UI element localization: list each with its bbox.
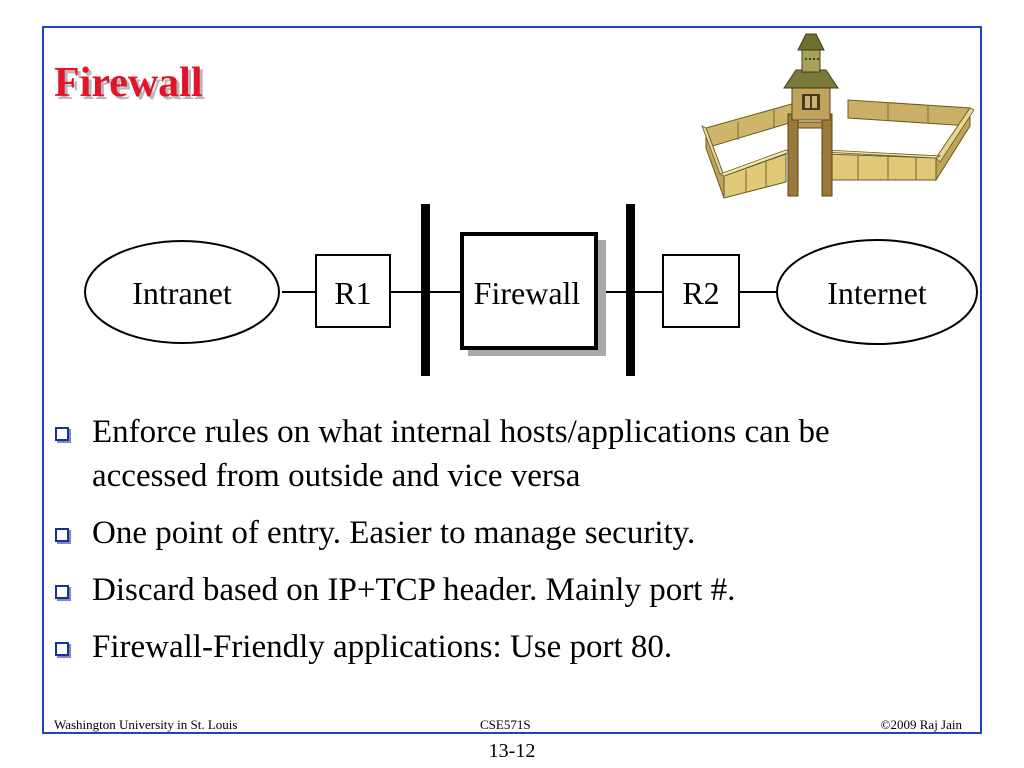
bullet-item: Discard based on IP+TCP header. Mainly p… <box>52 568 952 612</box>
fort-gatehouse-icon <box>701 33 974 199</box>
slide-frame <box>42 26 982 734</box>
square-bullet-icon <box>55 585 69 599</box>
r2-node: R2 <box>662 254 740 328</box>
bullet-text: Enforce rules on what internal hosts/app… <box>92 414 830 494</box>
intranet-label: Intranet <box>132 275 232 311</box>
footer-center: CSE571S <box>480 717 531 732</box>
intranet-node: Intranet <box>84 240 280 344</box>
bullet-text: Firewall-Friendly applications: Use port… <box>92 629 673 665</box>
footer-left: Washington University in St. Louis <box>54 717 238 732</box>
bullet-list: Enforce rules on what internal hosts/app… <box>52 410 952 682</box>
r1-label: R1 <box>334 275 371 311</box>
firewall-node: Firewall <box>460 232 606 356</box>
page-number: 13-12 <box>488 740 536 762</box>
r2-label: R2 <box>682 275 719 311</box>
bullet-item: One point of entry. Easier to manage sec… <box>52 511 952 555</box>
square-bullet-icon <box>55 427 69 441</box>
internet-label: Internet <box>827 275 927 311</box>
firewall-label: Firewall <box>474 275 581 311</box>
footer-right: ©2009 Raj Jain <box>880 717 962 732</box>
right-barrier-bar <box>626 204 635 376</box>
bullet-item: Firewall-Friendly applications: Use port… <box>52 625 952 669</box>
left-barrier-bar <box>421 204 430 376</box>
slide-title: Firewall <box>54 60 203 106</box>
bullet-text: One point of entry. Easier to manage sec… <box>92 515 696 551</box>
internet-node: Internet <box>776 239 978 345</box>
square-bullet-icon <box>55 528 69 542</box>
bullet-text: Discard based on IP+TCP header. Mainly p… <box>92 572 736 608</box>
bullet-item: Enforce rules on what internal hosts/app… <box>52 410 952 498</box>
square-bullet-icon <box>55 642 69 656</box>
r1-node: R1 <box>315 254 391 328</box>
